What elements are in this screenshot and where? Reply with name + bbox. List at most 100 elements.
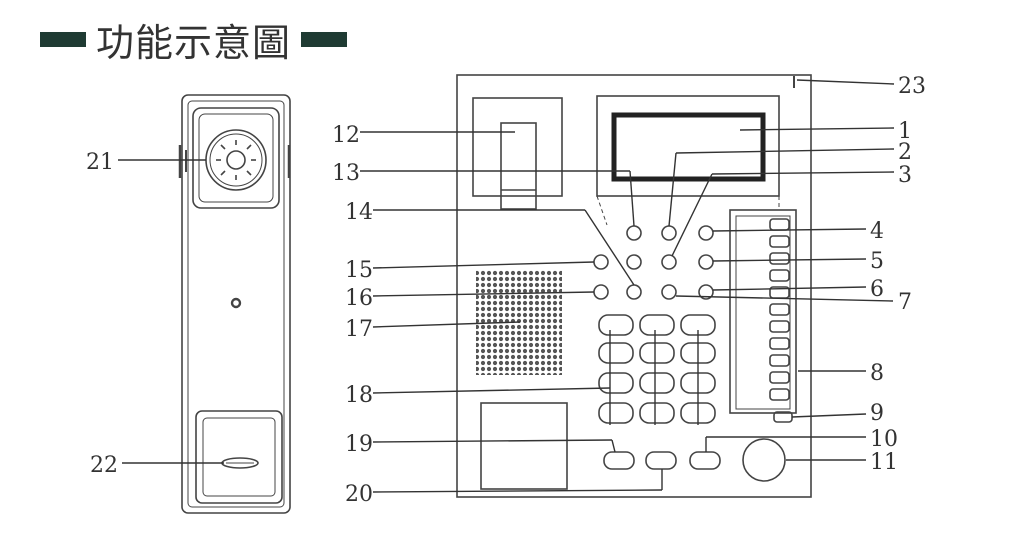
memory-key	[769, 303, 790, 316]
earpiece-inner-ring	[209, 133, 263, 187]
callout-labels: 1 2 3 4 5 6 7 8 9 10 11 12 13 14 15 16 1…	[86, 74, 926, 507]
leader-line-16	[372, 291, 595, 297]
keypad-key	[598, 372, 634, 394]
callout-14: 14	[345, 200, 373, 225]
memory-panel-inner	[735, 215, 791, 410]
display-housing	[596, 95, 780, 197]
callout-8: 8	[870, 361, 884, 386]
function-button	[626, 254, 642, 270]
base-outline	[456, 74, 812, 498]
cradle-frame	[472, 97, 563, 197]
function-button	[593, 284, 609, 300]
bottom-key	[689, 451, 721, 470]
bottom-key	[603, 451, 635, 470]
leader-line-1	[739, 127, 895, 131]
memory-key	[769, 388, 790, 401]
callout-10: 10	[870, 427, 898, 452]
earpiece-sun-icon	[216, 140, 256, 180]
function-button	[698, 225, 714, 241]
mouthpiece-frame	[195, 410, 283, 504]
handset	[178, 94, 291, 514]
handset-inner-edge	[187, 100, 285, 508]
keypad-key	[598, 402, 634, 424]
keypad-key	[639, 314, 675, 336]
earpiece-inner-frame	[198, 113, 274, 203]
leader-line-14	[584, 209, 635, 286]
keypad-key	[598, 342, 634, 364]
heading-left-bar	[40, 31, 86, 47]
leader-line-3	[711, 171, 895, 175]
heading-right-bar	[301, 31, 348, 47]
memory-key	[769, 320, 790, 333]
memory-key	[769, 354, 790, 367]
function-button	[626, 284, 642, 300]
callout-4: 4	[870, 219, 884, 244]
callout-19: 19	[345, 432, 373, 457]
leader-line-19	[611, 439, 616, 453]
leader-line-9	[791, 413, 867, 418]
callout-17: 17	[345, 317, 373, 342]
label-window	[480, 402, 568, 490]
callout-15: 15	[345, 258, 373, 283]
leader-lines	[118, 79, 895, 493]
volume-knob	[742, 438, 786, 482]
lcd-display	[611, 112, 766, 182]
callout-5: 5	[870, 249, 884, 274]
leader-line-4	[712, 228, 867, 232]
leader-line-13	[629, 170, 635, 227]
callout-18: 18	[345, 383, 373, 408]
leader-line-6	[712, 286, 867, 291]
callout-7: 7	[898, 290, 912, 315]
earpiece-frame	[192, 107, 280, 209]
keypad-key	[639, 402, 675, 424]
guide-line	[596, 195, 608, 226]
leader-line-23	[796, 79, 895, 85]
leader-line-15	[372, 261, 595, 269]
handset-body	[181, 94, 291, 514]
memory-panel	[729, 209, 797, 414]
keypad-key	[639, 342, 675, 364]
diagram-heading: 功能示意圖	[40, 14, 348, 65]
keypad-key	[639, 372, 675, 394]
leader-line-18	[372, 387, 611, 394]
function-button	[593, 254, 609, 270]
function-button	[698, 284, 714, 300]
hook-switch	[500, 122, 537, 210]
callout-20: 20	[345, 482, 373, 507]
leader-line-2	[675, 148, 895, 154]
function-button	[661, 284, 677, 300]
callout-2: 2	[898, 140, 912, 165]
memory-key	[769, 235, 790, 248]
leader-line-3	[671, 173, 713, 257]
callout-11: 11	[870, 450, 898, 475]
function-button	[626, 225, 642, 241]
function-button	[661, 254, 677, 270]
callout-13: 13	[332, 161, 360, 186]
function-button	[698, 254, 714, 270]
leader-line-2	[668, 152, 677, 227]
memory-key	[769, 269, 790, 282]
microphone-hole	[230, 297, 242, 309]
callout-23: 23	[898, 74, 926, 99]
callout-21: 21	[86, 150, 114, 175]
callout-1: 1	[898, 119, 912, 144]
diagram-title: 功能示意圖	[96, 20, 292, 65]
callout-12: 12	[332, 123, 360, 148]
leader-line-20	[372, 489, 663, 493]
earpiece-ring	[205, 129, 267, 191]
leader-line-19	[372, 439, 613, 443]
leader-line-5	[712, 258, 867, 262]
leader-line-17	[372, 321, 521, 328]
leader-line-7	[675, 295, 894, 302]
bottom-key	[645, 451, 677, 470]
callout-22: 22	[90, 453, 118, 478]
keypad-key	[598, 314, 634, 336]
memory-key	[769, 371, 790, 384]
memory-key	[769, 252, 790, 265]
callout-6: 6	[870, 277, 884, 302]
callout-16: 16	[345, 286, 373, 311]
callout-3: 3	[898, 163, 912, 188]
mouthpiece-inner-frame	[202, 417, 276, 497]
phone-base	[456, 74, 812, 498]
